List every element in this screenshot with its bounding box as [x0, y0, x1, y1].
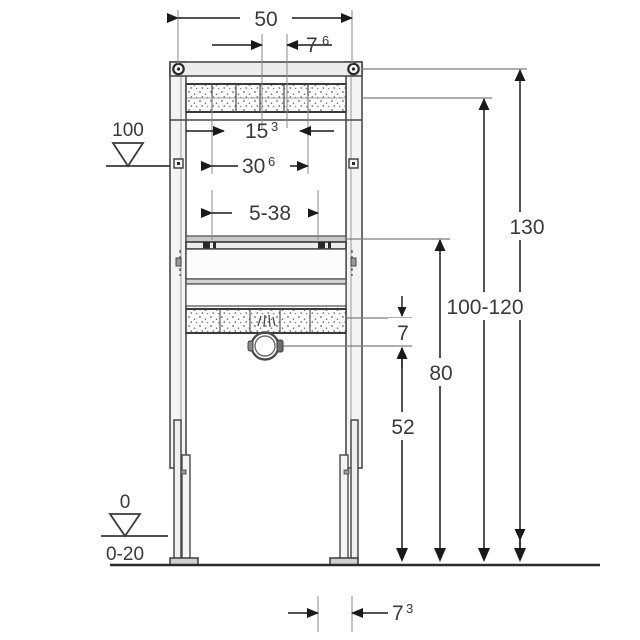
lower-fixing-plate — [185, 308, 347, 334]
level-marker-lower: 0 0-20 — [101, 492, 168, 565]
dimension-label-306: 30 — [242, 155, 265, 178]
dimension-inner-upper: 15 3 — [186, 119, 334, 143]
dimension-label-130: 130 — [509, 216, 544, 239]
level-triangle-icon-lower — [108, 513, 142, 538]
dimension-range-lower: 5-38 — [201, 199, 319, 225]
dimension-foot-offset: 7 3 — [288, 601, 413, 625]
level-triangle-icon — [111, 142, 145, 168]
dimension-height-52: 52 — [382, 347, 426, 560]
dimension-label-306-sup: 6 — [268, 154, 275, 169]
dimension-label-153: 15 — [245, 120, 268, 143]
drain-connector — [247, 314, 284, 361]
dimension-label-50: 50 — [254, 8, 277, 31]
top-cross-member — [169, 61, 363, 77]
dimension-label-73: 7 — [392, 602, 404, 625]
level-label-0-20: 0-20 — [106, 544, 144, 565]
level-label-100: 100 — [112, 120, 144, 141]
basin-carrier-assembly — [175, 235, 357, 307]
left-wall-bracket — [173, 158, 184, 169]
dimension-label-52: 52 — [391, 416, 414, 439]
dimension-label-5-38: 5-38 — [249, 202, 291, 225]
floor-arrow-heads — [396, 548, 526, 562]
leader-lines — [283, 68, 527, 347]
dimension-label-73-sup: 3 — [406, 601, 413, 616]
dimension-label-100-120: 100-120 — [446, 296, 523, 319]
dimension-label-153-sup: 3 — [271, 119, 278, 134]
dimension-label-76-sup: 6 — [322, 33, 329, 48]
dimension-label-76: 7 — [306, 34, 318, 57]
right-support-leg — [329, 419, 359, 566]
right-wall-bracket — [348, 158, 359, 169]
upper-fixing-plate — [185, 83, 347, 113]
dimension-label-7: 7 — [397, 322, 409, 345]
installation-frame-body — [110, 61, 600, 567]
dimension-height-range: 100-120 — [432, 98, 538, 560]
dimension-width-overall: 50 — [167, 4, 353, 32]
dimension-inner-mid: 30 6 — [201, 152, 309, 178]
dimension-offset-right: 7 6 — [212, 33, 332, 57]
level-marker-upper: 100 — [106, 120, 170, 168]
dimension-label-80: 80 — [429, 362, 452, 385]
left-support-leg — [169, 419, 199, 566]
dimension-gap-7: 7 — [388, 296, 418, 368]
dimension-height-80: 80 — [420, 239, 464, 560]
level-label-0: 0 — [120, 492, 131, 513]
